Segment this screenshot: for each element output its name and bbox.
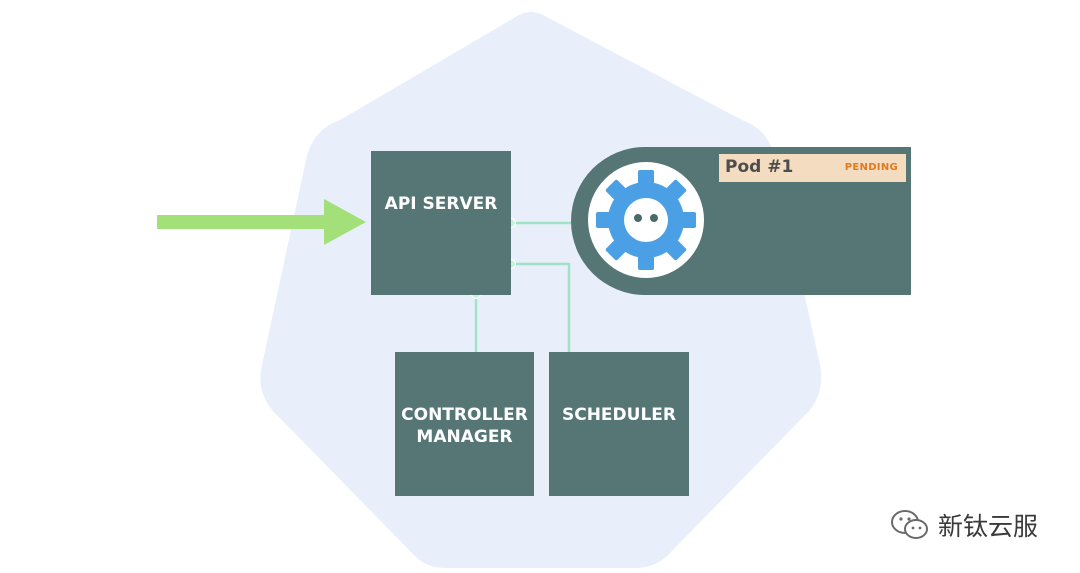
api-server-label: API SERVER bbox=[384, 194, 498, 214]
pod-title: Pod #1 bbox=[725, 157, 794, 177]
incoming-arrow bbox=[157, 199, 366, 245]
watermark: 新钛云服 bbox=[890, 508, 1038, 542]
wechat-icon bbox=[891, 510, 928, 539]
connector-api-to-scheduler bbox=[511, 262, 571, 352]
scheduler-label: SCHEDULER bbox=[561, 405, 676, 425]
pod-status-badge: PENDING bbox=[844, 162, 898, 173]
pod-header: Pod #1 PENDING bbox=[719, 154, 906, 182]
connectors bbox=[474, 221, 575, 352]
scheduler-node: SCHEDULER bbox=[549, 352, 689, 496]
api-server-node: API SERVER bbox=[371, 151, 511, 295]
etcd-gear-icon bbox=[588, 162, 704, 278]
controller-manager-node: CONTROLLER MANAGER bbox=[395, 352, 534, 496]
controller-manager-label: CONTROLLER MANAGER bbox=[401, 405, 528, 447]
watermark-text: 新钛云服 bbox=[938, 512, 1039, 541]
